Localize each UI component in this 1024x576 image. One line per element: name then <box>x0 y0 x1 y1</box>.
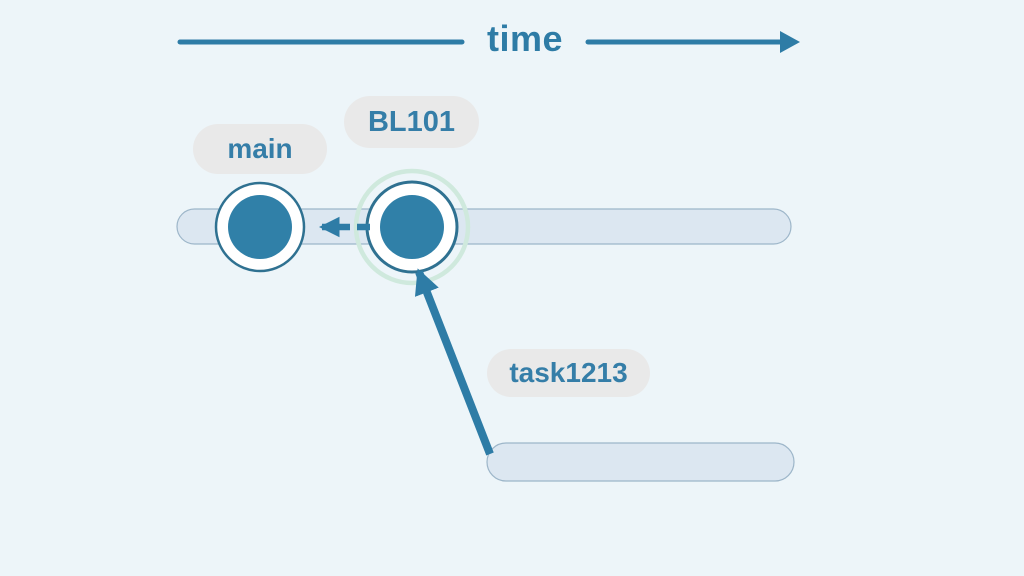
time-axis <box>177 31 800 53</box>
branch-label-main: main <box>193 124 327 174</box>
branch-label-main-text: main <box>227 133 293 164</box>
task-branch-track <box>486 442 795 482</box>
time-axis-label: time <box>486 18 564 59</box>
branch-label-bl101: BL101 <box>344 96 479 148</box>
branch-label-task1213: task1213 <box>487 349 650 397</box>
commit-bl101-dot <box>380 195 444 259</box>
branch-origin-arrow-icon <box>414 268 494 456</box>
time-arrow-icon <box>780 31 800 53</box>
commit-highlight-glow <box>353 168 471 286</box>
branch-label-task1213-text: task1213 <box>509 357 628 388</box>
commit-node-bl101 <box>365 180 459 274</box>
branch-label-bl101-text: BL101 <box>367 105 456 138</box>
commit-main-dot <box>228 195 292 259</box>
commit-node-main <box>214 181 306 273</box>
